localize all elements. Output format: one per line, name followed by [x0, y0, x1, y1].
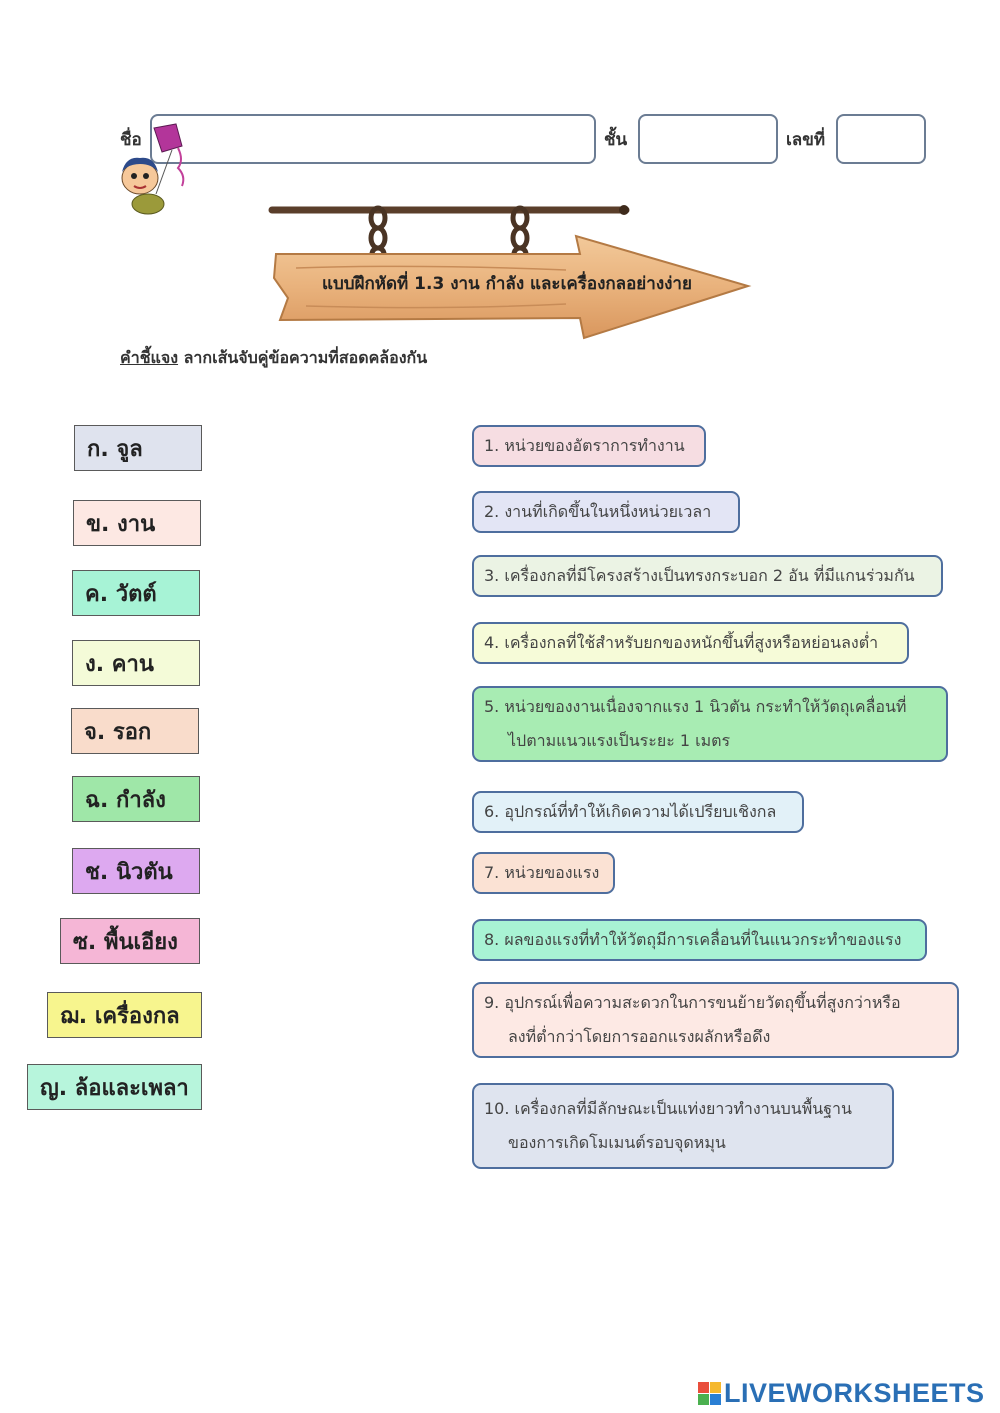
definition-box-5[interactable]: 5. หน่วยของงานเนื่องจากแรง 1 นิวตัน กระท… [472, 686, 948, 762]
definition-text-line2: ไปตามแนวแรงเป็นระยะ 1 เมตร [508, 731, 731, 750]
instructions: คำชี้แจง ลากเส้นจับคู่ข้อความที่สอดคล้อง… [120, 346, 427, 371]
definition-box-8[interactable]: 8. ผลของแรงที่ทำให้วัตถุมีการเคลื่อนที่ใ… [472, 919, 927, 961]
instructions-label: คำชี้แจง [120, 348, 179, 367]
definition-box-9[interactable]: 9. อุปกรณ์เพื่อความสะดวกในการขนย้ายวัตถุ… [472, 982, 959, 1058]
class-label: ชั้น [604, 130, 628, 150]
wooden-arrow-sign [268, 205, 752, 340]
liveworksheets-logo-icon [698, 1381, 721, 1405]
term-box-3[interactable]: ค. วัตต์ [72, 570, 200, 616]
definition-text-line1: 5. หน่วยของงานเนื่องจากแรง 1 นิวตัน กระท… [484, 697, 907, 716]
brand-name: LIVEWORKSHEETS [724, 1378, 985, 1408]
number-input[interactable] [836, 114, 926, 164]
definition-text-line1: 9. อุปกรณ์เพื่อความสะดวกในการขนย้ายวัตถุ… [484, 993, 901, 1012]
term-box-7[interactable]: ช. นิวตัน [72, 848, 200, 894]
worksheet-title: แบบฝึกหัดที่ 1.3 งาน กำลัง และเครื่องกลอ… [322, 274, 692, 294]
definition-box-4[interactable]: 4. เครื่องกลที่ใช้สำหรับยกของหนักขึ้นที่… [472, 622, 909, 664]
kite-mascot-illustration [121, 123, 185, 215]
term-box-2[interactable]: ข. งาน [73, 500, 201, 546]
name-label: ชื่อ [120, 130, 142, 150]
term-box-1[interactable]: ก. จูล [74, 425, 202, 471]
definition-box-2[interactable]: 2. งานที่เกิดขึ้นในหนึ่งหน่วยเวลา [472, 491, 740, 533]
definition-box-1[interactable]: 1. หน่วยของอัตราการทำงาน [472, 425, 706, 467]
definition-box-6[interactable]: 6. อุปกรณ์ที่ทำให้เกิดความได้เปรียบเชิงก… [472, 791, 804, 833]
definition-text: 3. เครื่องกลที่มีโครงสร้างเป็นทรงกระบอก … [484, 566, 915, 585]
definition-box-10[interactable]: 10. เครื่องกลที่มีลักษณะเป็นแท่งยาวทำงาน… [472, 1083, 894, 1169]
definition-text-line1: 10. เครื่องกลที่มีลักษณะเป็นแท่งยาวทำงาน… [484, 1099, 852, 1118]
definition-text: 8. ผลของแรงที่ทำให้วัตถุมีการเคลื่อนที่ใ… [484, 930, 902, 949]
definition-text: 4. เครื่องกลที่ใช้สำหรับยกของหนักขึ้นที่… [484, 633, 879, 652]
definition-text: 1. หน่วยของอัตราการทำงาน [484, 436, 685, 455]
definition-text-line2: ลงที่ต่ำกว่าโดยการออกแรงผลักหรือดึง [508, 1027, 771, 1046]
term-box-8[interactable]: ซ. พื้นเอียง [60, 918, 200, 964]
liveworksheets-logo: LIVEWORKSHEETS [698, 1378, 985, 1409]
definition-box-3[interactable]: 3. เครื่องกลที่มีโครงสร้างเป็นทรงกระบอก … [472, 555, 943, 597]
class-input[interactable] [638, 114, 778, 164]
term-box-10[interactable]: ญ. ล้อและเพลา [27, 1064, 202, 1110]
definition-text-line2: ของการเกิดโมเมนต์รอบจุดหมุน [508, 1133, 726, 1152]
name-input[interactable] [150, 114, 596, 164]
definition-text: 2. งานที่เกิดขึ้นในหนึ่งหน่วยเวลา [484, 502, 712, 521]
number-label: เลขที่ [786, 130, 826, 150]
definition-text: 6. อุปกรณ์ที่ทำให้เกิดความได้เปรียบเชิงก… [484, 802, 777, 821]
term-box-4[interactable]: ง. คาน [72, 640, 200, 686]
term-box-9[interactable]: ฌ. เครื่องกล [47, 992, 202, 1038]
term-box-6[interactable]: ฉ. กำลัง [72, 776, 200, 822]
definition-text: 7. หน่วยของแรง [484, 863, 600, 882]
definition-box-7[interactable]: 7. หน่วยของแรง [472, 852, 615, 894]
term-box-5[interactable]: จ. รอก [71, 708, 199, 754]
instructions-text: ลากเส้นจับคู่ข้อความที่สอดคล้องกัน [178, 348, 428, 367]
